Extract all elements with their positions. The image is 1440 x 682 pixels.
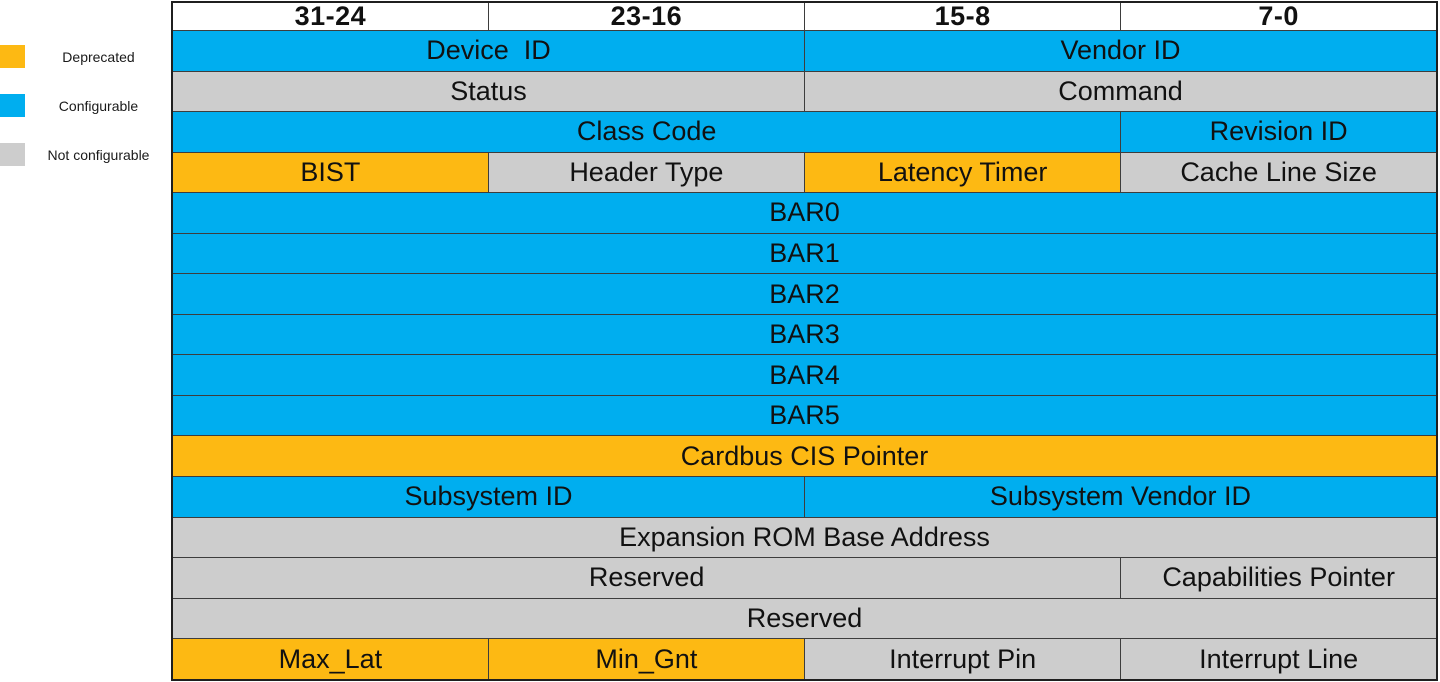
column-header-7-0: 7-0 [1120, 1, 1438, 31]
cell-vendor-id: Vendor ID [804, 30, 1438, 72]
legend-item-not_configurable: Not configurable [0, 143, 172, 166]
register-row: BAR3 [171, 313, 1438, 356]
cell-cache-line-size: Cache Line Size [1120, 151, 1438, 194]
column-header-23-16: 23-16 [487, 1, 806, 31]
cell-reserved: Reserved [171, 557, 1122, 599]
cell-bar2: BAR2 [171, 273, 1438, 315]
legend-label-deprecated: Deprecated [62, 48, 135, 65]
cell-min-gnt: Min_Gnt [487, 638, 806, 681]
legend-label-configurable: Configurable [58, 97, 139, 114]
register-row: BAR2 [171, 273, 1438, 315]
cell-subsystem-vendor-id: Subsystem Vendor ID [804, 476, 1438, 518]
column-header-31-24: 31-24 [171, 1, 489, 31]
register-row: Reserved [171, 597, 1438, 640]
register-row: Cardbus CIS Pointer [171, 435, 1438, 478]
register-row: BAR1 [171, 232, 1438, 275]
cell-expansion-rom-base-address: Expansion ROM Base Address [171, 516, 1438, 559]
register-row: Expansion ROM Base Address [171, 516, 1438, 559]
legend-label-not_configurable: Not configurable [47, 146, 150, 163]
cell-bist: BIST [171, 151, 489, 194]
cell-device-id: Device ID [171, 30, 805, 72]
legend-item-deprecated: Deprecated [0, 45, 172, 68]
cell-bar4: BAR4 [171, 354, 1438, 396]
legend-swatch-configurable [0, 94, 25, 117]
cell-class-code: Class Code [171, 111, 1122, 153]
cell-cardbus-cis-pointer: Cardbus CIS Pointer [171, 435, 1438, 478]
cell-interrupt-line: Interrupt Line [1120, 638, 1438, 681]
cell-revision-id: Revision ID [1120, 111, 1438, 153]
cell-header-type: Header Type [487, 151, 806, 194]
cell-bar5: BAR5 [171, 394, 1438, 437]
cell-bar0: BAR0 [171, 192, 1438, 234]
legend-swatch-not_configurable [0, 143, 25, 166]
register-row: BAR0 [171, 192, 1438, 234]
cell-capabilities-pointer: Capabilities Pointer [1120, 557, 1438, 599]
legend-item-configurable: Configurable [0, 94, 172, 117]
cell-reserved: Reserved [171, 597, 1438, 640]
cell-subsystem-id: Subsystem ID [171, 476, 805, 518]
cell-bar3: BAR3 [171, 313, 1438, 356]
legend-swatch-deprecated [0, 45, 25, 68]
cell-interrupt-pin: Interrupt Pin [803, 638, 1122, 681]
cell-max-lat: Max_Lat [171, 638, 489, 681]
register-row: BAR5 [171, 394, 1438, 437]
cell-status: Status [171, 70, 805, 113]
cell-bar1: BAR1 [171, 232, 1438, 275]
cell-command: Command [804, 70, 1438, 113]
register-row: BAR4 [171, 354, 1438, 396]
column-header-15-8: 15-8 [803, 1, 1122, 31]
cell-latency-timer: Latency Timer [803, 151, 1122, 194]
